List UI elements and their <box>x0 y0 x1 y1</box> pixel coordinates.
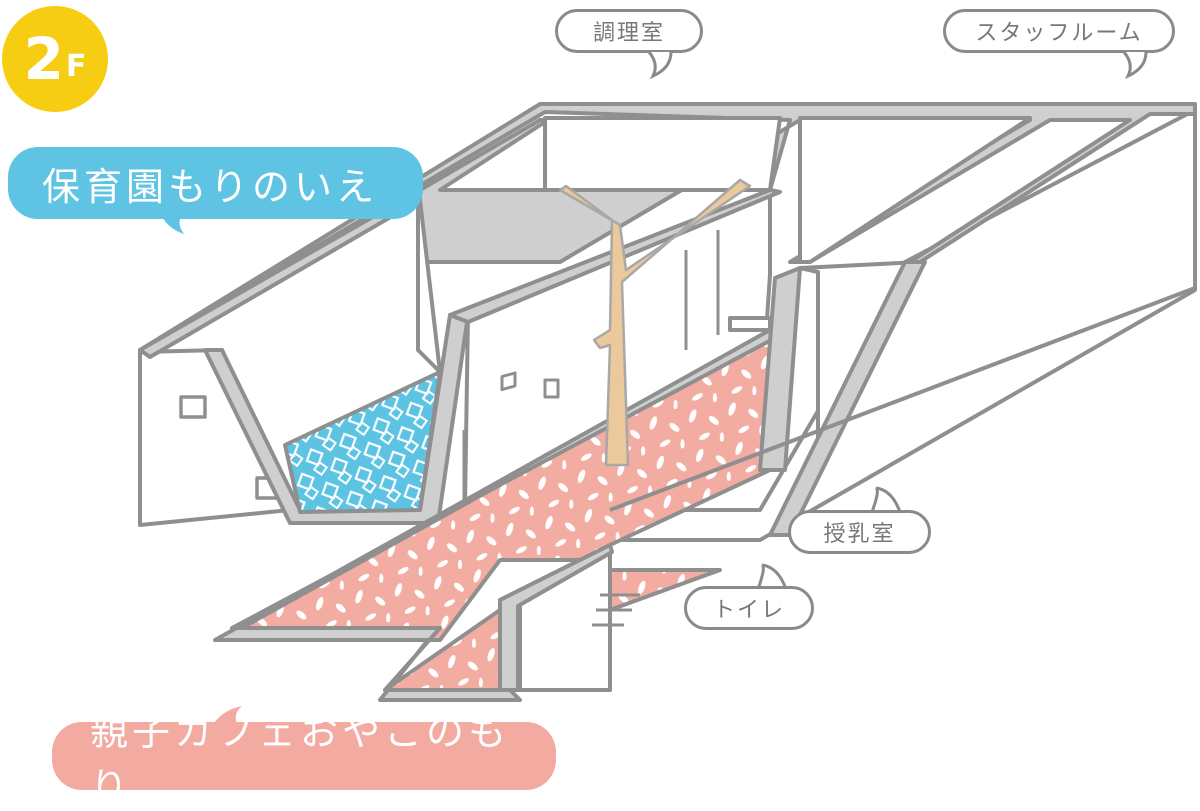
toilet-label: トイレ <box>684 586 814 630</box>
staff-room <box>798 116 1032 264</box>
kitchen-counter <box>728 316 772 332</box>
nursery-label-text: 保育園もりのいえ <box>42 164 379 209</box>
floor-number: 2 <box>23 25 64 93</box>
floor-suffix: F <box>65 48 87 84</box>
kitchen-label-text: 調理室 <box>592 21 665 46</box>
nursing-room-label: 授乳室 <box>788 510 931 554</box>
kitchen-room <box>543 116 782 192</box>
kitchen-label-tail <box>647 51 673 80</box>
tree-trunk <box>558 178 752 467</box>
steps <box>592 593 640 627</box>
window-mid-1 <box>500 371 517 392</box>
floor-badge: 2 F <box>2 6 108 112</box>
nursery-floor <box>283 370 442 514</box>
staff-room-label-tail <box>1122 51 1148 80</box>
tree-column <box>558 178 752 467</box>
window-mid-2 <box>543 378 560 399</box>
nursery-label: 保育園もりのいえ <box>8 147 423 219</box>
toilet-label-tail <box>756 563 788 590</box>
staff-room-label: スタッフルーム <box>943 9 1175 53</box>
cafe-label: 親子カフェおやこのもり <box>52 710 556 809</box>
staff-room-label-text: スタッフルーム <box>975 21 1143 46</box>
nursing-room-post <box>758 266 802 472</box>
floor-edge-right <box>609 286 1196 512</box>
low-wall-edge <box>498 543 614 692</box>
cafe-label-tail <box>212 706 242 726</box>
kitchen-label: 調理室 <box>555 9 703 53</box>
right-outer-wall <box>608 108 1197 542</box>
nursery-label-tail <box>160 212 186 234</box>
nursing-room-label-text: 授乳室 <box>823 522 896 547</box>
toilet-label-text: トイレ <box>712 598 785 623</box>
window-left-1 <box>179 395 207 419</box>
nursing-room-label-tail <box>870 486 902 513</box>
